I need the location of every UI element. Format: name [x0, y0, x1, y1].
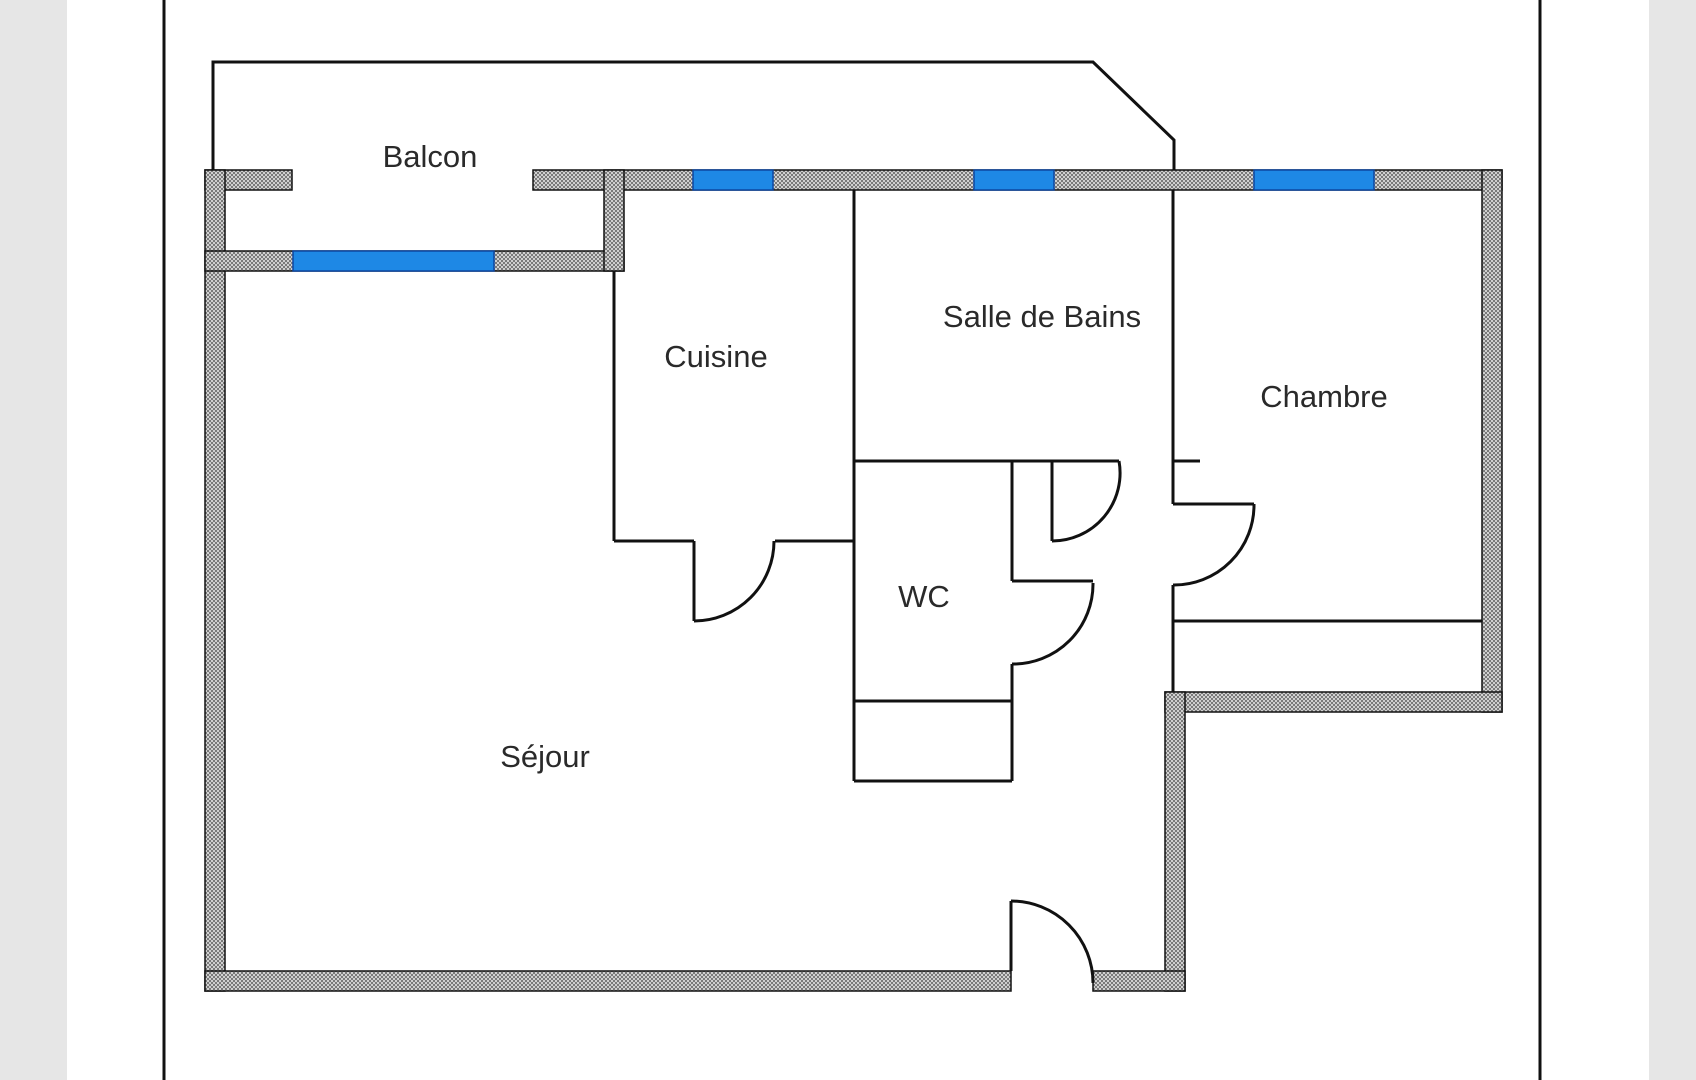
door-swing-arc-icon [1051, 460, 1122, 543]
page-frame [162, 0, 1542, 1080]
wall-entry-column [1164, 691, 1186, 992]
windows [292, 169, 1375, 272]
room-label-chambre: Chambre [1260, 379, 1388, 414]
wall-right [1481, 169, 1503, 713]
room-labels: Balcon Cuisine Salle de Bains Chambre WC… [383, 139, 1388, 774]
wall-left [204, 169, 226, 992]
document-page: Balcon Cuisine Salle de Bains Chambre WC… [67, 0, 1649, 1080]
window-icon [292, 250, 495, 272]
interior-partitions [612, 190, 1482, 783]
room-label-salle-de-bains: Salle de Bains [943, 299, 1141, 334]
door-swing-arc-icon [1011, 579, 1095, 666]
balcony-outline [211, 60, 1176, 176]
door-swing-arc-icon [692, 540, 776, 623]
wall-right-lower [1164, 691, 1503, 713]
window-icon [692, 169, 774, 191]
room-label-wc: WC [898, 579, 950, 614]
door-swing-arc-icon [1009, 899, 1095, 984]
window-icon [1253, 169, 1375, 191]
door-swing-arc-icon [1172, 502, 1256, 587]
floor-plan: Balcon Cuisine Salle de Bains Chambre WC… [162, 0, 1542, 1080]
window-icon [973, 169, 1055, 191]
room-label-balcon: Balcon [383, 139, 478, 174]
doors [692, 460, 1256, 984]
room-label-sejour: Séjour [500, 739, 590, 774]
room-label-cuisine: Cuisine [664, 339, 767, 374]
wall-bottom-right [1092, 970, 1186, 992]
wall-balcony-post [603, 169, 625, 272]
wall-bottom-left [204, 970, 1012, 992]
